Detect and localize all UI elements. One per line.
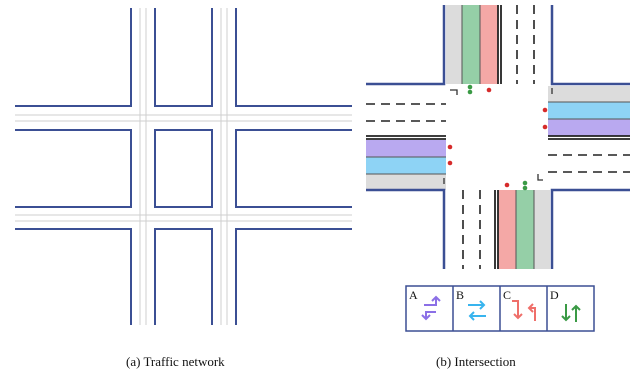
phase-d-label: D xyxy=(550,288,559,302)
caption-intersection: (b) Intersection xyxy=(436,354,516,369)
signal-west-1-red xyxy=(447,144,453,150)
south-lane-green xyxy=(516,190,534,269)
traffic-network xyxy=(15,8,352,325)
signal-north-through-green xyxy=(467,89,473,95)
signal-south-through-green xyxy=(522,180,528,186)
vertical-road-left xyxy=(130,8,156,325)
phase-legend: A B C D xyxy=(405,285,595,332)
signal-east-2-red xyxy=(542,124,548,130)
vertical-road-right xyxy=(211,8,237,325)
north-lane-red xyxy=(480,5,498,84)
signal-west-2-red xyxy=(447,160,453,166)
west-lane-blue xyxy=(366,157,446,174)
intersection-road-edges xyxy=(366,5,630,269)
east-lane-gray xyxy=(548,86,630,102)
signal-north-left-green xyxy=(467,84,473,90)
caption-traffic-network: (a) Traffic network xyxy=(126,354,225,369)
signal-north-right-red xyxy=(486,87,492,93)
south-lane-red xyxy=(498,190,516,269)
left-turn-arrows-icon-c xyxy=(512,300,536,321)
south-lane-gray xyxy=(534,190,550,269)
north-lane-gray xyxy=(446,5,462,84)
signal-lights xyxy=(447,84,548,191)
phase-b-label: B xyxy=(456,288,464,302)
north-lane-green xyxy=(462,5,480,84)
phase-c-label: C xyxy=(503,288,511,302)
horizontal-road-top xyxy=(15,105,352,131)
intersection-diagram xyxy=(366,5,630,269)
west-lane-gray xyxy=(366,174,446,190)
east-lane-purple xyxy=(548,119,630,136)
west-lane-purple xyxy=(366,140,446,157)
straight-through-arrows-icon xyxy=(468,300,486,321)
left-turn-arrows-icon xyxy=(421,295,441,321)
straight-through-arrows-icon-d xyxy=(561,304,581,322)
horizontal-road-bottom xyxy=(15,206,352,230)
phase-a-label: A xyxy=(409,288,418,302)
signal-south-through-green-2 xyxy=(522,185,528,191)
east-lane-blue xyxy=(548,102,630,119)
signal-south-left-red xyxy=(504,182,510,188)
signal-east-1-red xyxy=(542,107,548,113)
